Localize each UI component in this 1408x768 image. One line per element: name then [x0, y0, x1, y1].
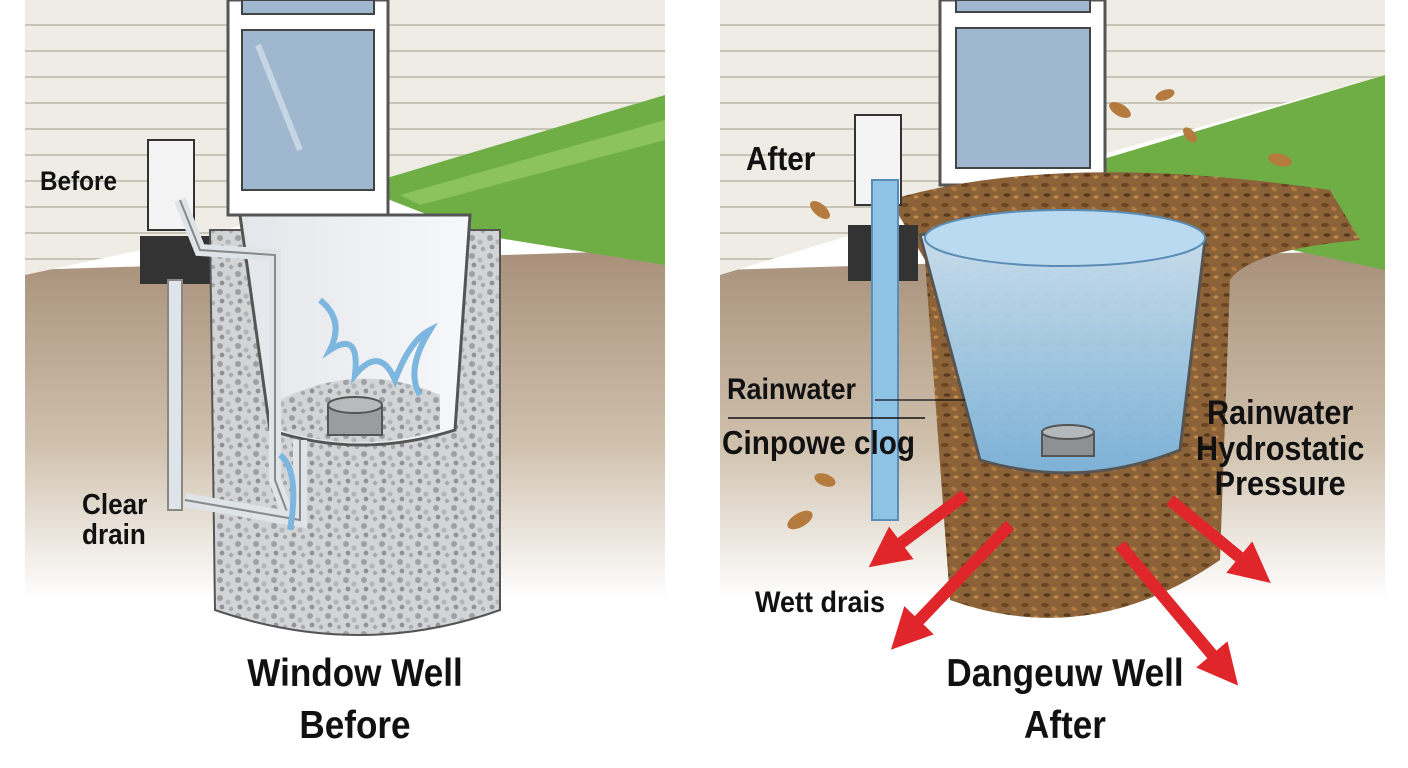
right-overflow-stream — [871, 179, 899, 521]
left-title-line1: Window Well — [247, 652, 463, 695]
left-title: Window Well Before — [220, 648, 490, 752]
label-after: After — [746, 140, 816, 177]
left-window — [226, 0, 390, 217]
label-hydrostatic-pressure: Rainwater Hydrostatic Pressure — [1196, 394, 1365, 504]
right-title-line1: Dangeuw Well — [946, 652, 1184, 695]
label-before: Before — [40, 166, 117, 196]
left-drain-cap — [327, 396, 383, 436]
left-title-line2: Before — [299, 703, 411, 747]
right-title-line2: After — [1024, 703, 1106, 747]
label-clog: Cinpowe clog — [722, 424, 916, 461]
label-clear-drain: Clear drain — [82, 489, 148, 552]
right-drain-cap — [1041, 424, 1095, 457]
pressure-arrow-lower-right — [1115, 541, 1239, 686]
pressure-arrow-upper-right — [1166, 495, 1271, 583]
label-wet-drains: Wett drais — [755, 586, 886, 619]
right-panel-scene — [720, 0, 1385, 686]
right-window — [938, 0, 1107, 187]
right-scattered-leaves — [787, 89, 1292, 530]
right-title: Dangeuw Well After — [926, 648, 1205, 752]
left-panel-scene — [25, 0, 665, 636]
left-water-splash — [318, 297, 439, 397]
right-pressure-arrows — [868, 490, 1271, 686]
label-rainwater: Rainwater — [727, 373, 857, 406]
right-water-surface — [924, 209, 1206, 267]
pressure-arrow-upper-left — [868, 490, 969, 568]
pressure-arrow-lower-left — [890, 520, 1015, 650]
